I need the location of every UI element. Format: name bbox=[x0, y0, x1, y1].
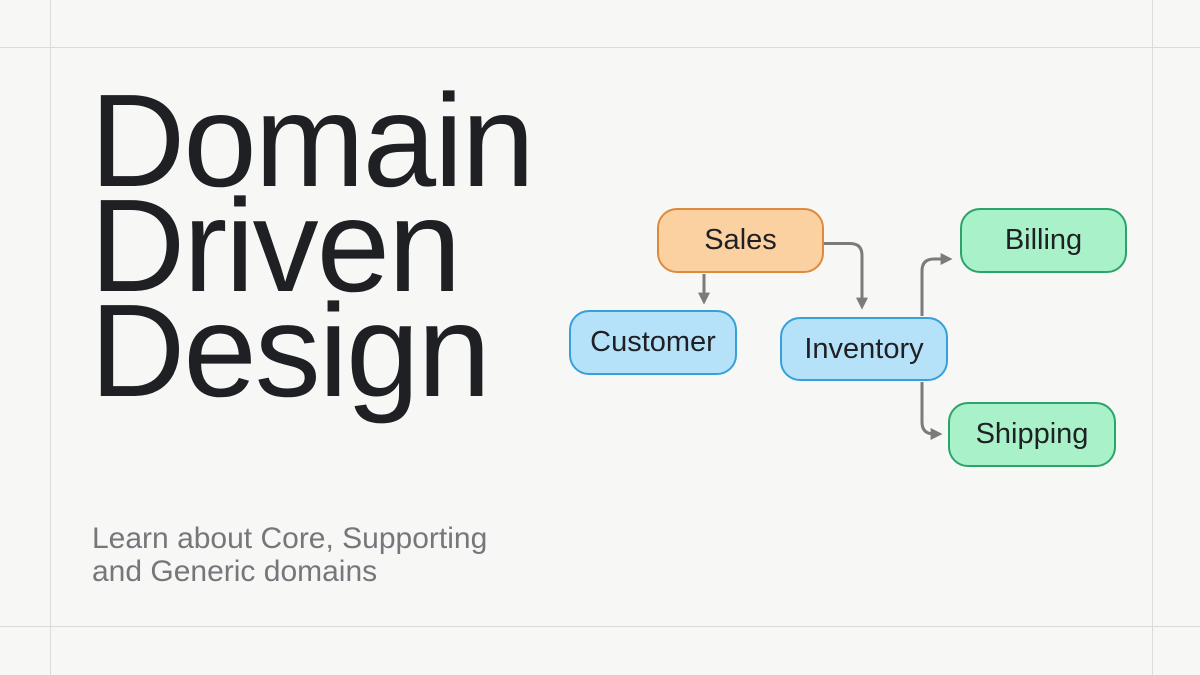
node-shipping: Shipping bbox=[948, 402, 1116, 467]
grid-line-top bbox=[0, 47, 1200, 48]
arrow-inventory-to-shipping bbox=[920, 382, 943, 440]
slide-subtitle: Learn about Core, Supporting and Generic… bbox=[92, 522, 487, 588]
title-line-2: Driven bbox=[90, 172, 461, 319]
node-sales-label: Sales bbox=[704, 224, 777, 256]
node-billing: Billing bbox=[960, 208, 1127, 273]
arrow-inventory-to-billing bbox=[920, 253, 953, 316]
grid-line-right bbox=[1152, 0, 1153, 675]
grid-line-left bbox=[50, 0, 51, 675]
node-inventory: Inventory bbox=[780, 317, 948, 381]
arrow-sales-to-inventory bbox=[824, 242, 868, 310]
title-line-3: Design bbox=[90, 277, 491, 424]
node-billing-label: Billing bbox=[1004, 224, 1083, 256]
node-inventory-label: Inventory bbox=[804, 332, 924, 365]
grid-line-bottom bbox=[0, 626, 1200, 627]
title-line-1: Domain bbox=[90, 67, 535, 214]
subtitle-line-1: Learn about Core, Supporting bbox=[92, 522, 488, 555]
slide-title: Domain Driven Design bbox=[90, 67, 535, 424]
node-shipping-label: Shipping bbox=[975, 418, 1089, 450]
subtitle-line-2: and Generic domains bbox=[92, 555, 378, 588]
node-customer: Customer bbox=[569, 310, 737, 375]
node-customer-label: Customer bbox=[590, 326, 716, 358]
node-sales: Sales bbox=[657, 208, 824, 273]
